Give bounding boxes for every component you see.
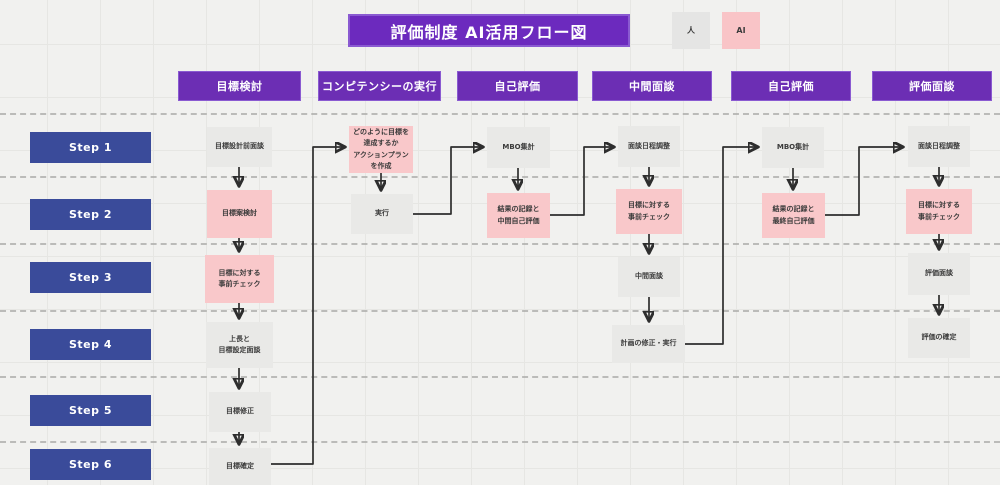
column-header-midterm-interview: 中間面談 xyxy=(592,71,712,101)
row-separator xyxy=(0,243,1000,245)
diagram-title: 評価制度 AI活用フロー図 xyxy=(348,14,630,47)
legend-human-label: 人 xyxy=(687,26,695,35)
node-mbo-aggregation-1: MBO集計 xyxy=(487,127,550,168)
legend-human-swatch: 人 xyxy=(672,12,710,49)
column-header-goal-review: 目標検討 xyxy=(178,71,301,101)
legend-ai-swatch: AI xyxy=(722,12,760,49)
row-separator xyxy=(0,113,1000,115)
row-separator xyxy=(0,376,1000,378)
step-label-3: Step 3 xyxy=(30,262,151,293)
row-separator xyxy=(0,441,1000,443)
node-execution: 実行 xyxy=(351,194,413,234)
column-header-competency-execution: コンピテンシーの実行 xyxy=(318,71,441,101)
node-goal-precheck-2: 目標に対する 事前チェック xyxy=(616,189,682,234)
node-midterm-interview: 中間面談 xyxy=(618,257,680,297)
node-goal-finalization: 目標確定 xyxy=(209,448,271,485)
connector-midterm-record-to-scheduling xyxy=(550,147,613,216)
node-record-midterm-self-eval: 結果の記録と 中間自己評価 xyxy=(487,193,550,238)
node-action-plan-creation: どのように目標を 達成するか アクションプラン を作成 xyxy=(349,126,413,173)
node-goal-revision: 目標修正 xyxy=(209,392,271,432)
legend-ai-label: AI xyxy=(736,26,746,35)
connector-final-record-to-scheduling xyxy=(825,147,902,216)
node-goal-precheck-3: 目標に対する 事前チェック xyxy=(906,189,972,234)
node-pre-goal-design-interview: 目標設計前面談 xyxy=(207,127,272,167)
column-header-self-evaluation-1: 自己評価 xyxy=(457,71,578,101)
row-separator xyxy=(0,176,1000,178)
node-plan-revision-execution: 計画の修正・実行 xyxy=(612,325,685,363)
step-label-1: Step 1 xyxy=(30,132,151,163)
column-header-self-evaluation-2: 自己評価 xyxy=(731,71,851,101)
node-evaluation-finalization: 評価の確定 xyxy=(908,318,970,358)
node-mbo-aggregation-2: MBO集計 xyxy=(762,127,824,168)
column-header-evaluation-interview: 評価面談 xyxy=(872,71,992,101)
row-separator xyxy=(0,310,1000,312)
node-goal-setting-interview: 上長と 目標設定面談 xyxy=(206,322,273,368)
node-interview-scheduling-1: 面談日程調整 xyxy=(618,126,680,167)
step-label-5: Step 5 xyxy=(30,395,151,426)
node-interview-scheduling-2: 面談日程調整 xyxy=(908,126,970,167)
node-goal-draft-review: 目標案検討 xyxy=(207,190,272,238)
node-record-final-self-eval: 結果の記録と 最終自己評価 xyxy=(762,193,825,238)
step-label-2: Step 2 xyxy=(30,199,151,230)
connector-execution-to-mbo1 xyxy=(413,147,482,215)
node-evaluation-interview: 評価面談 xyxy=(908,253,970,295)
step-label-6: Step 6 xyxy=(30,449,151,480)
connector-goal-final-to-action-plan xyxy=(271,147,344,465)
node-goal-precheck-1: 目標に対する 事前チェック xyxy=(205,255,274,303)
step-label-4: Step 4 xyxy=(30,329,151,360)
